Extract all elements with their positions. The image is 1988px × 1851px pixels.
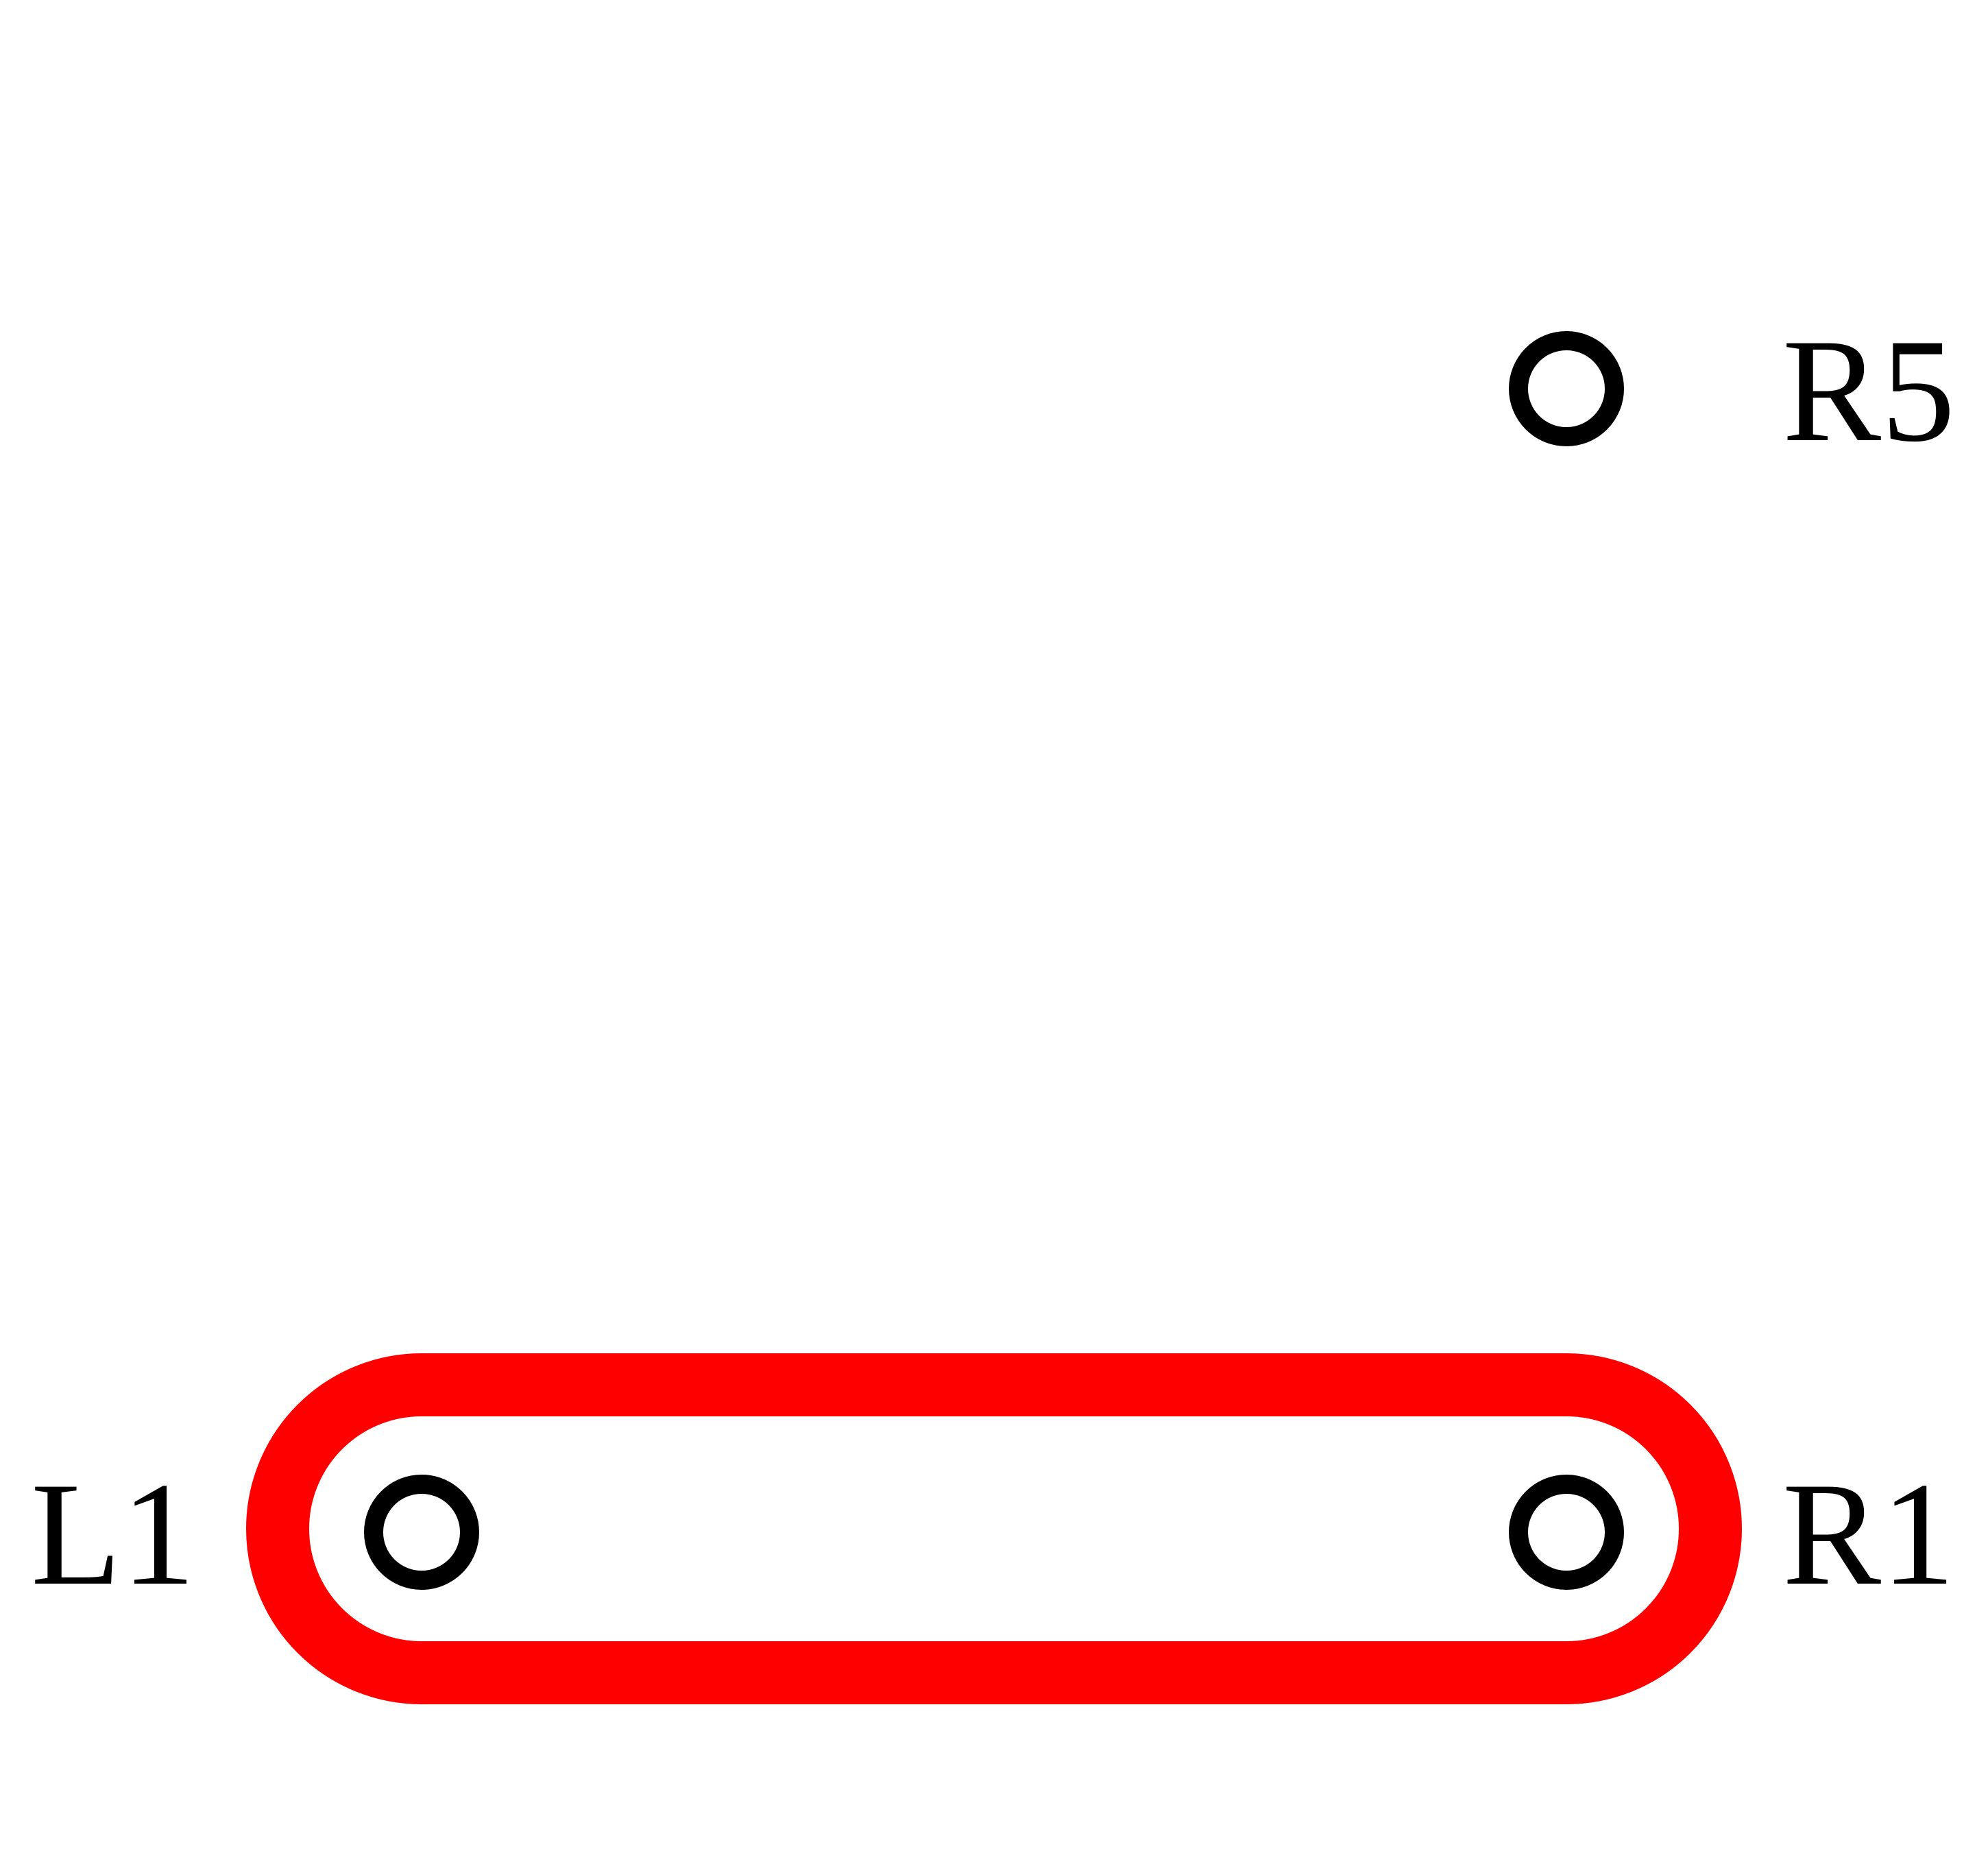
node-r1-circle	[1509, 1475, 1624, 1590]
node-l1: L1	[31, 1452, 479, 1616]
node-r5-label: R5	[1782, 308, 1955, 472]
node-r5: R5	[1509, 308, 1955, 472]
node-l1-circle	[364, 1475, 479, 1590]
red-loop	[246, 1353, 1742, 1704]
node-r5-circle	[1509, 331, 1624, 446]
node-r1-label: R1	[1782, 1452, 1955, 1616]
node-l1-label: L1	[31, 1452, 195, 1616]
node-r1: R1	[1509, 1452, 1955, 1616]
